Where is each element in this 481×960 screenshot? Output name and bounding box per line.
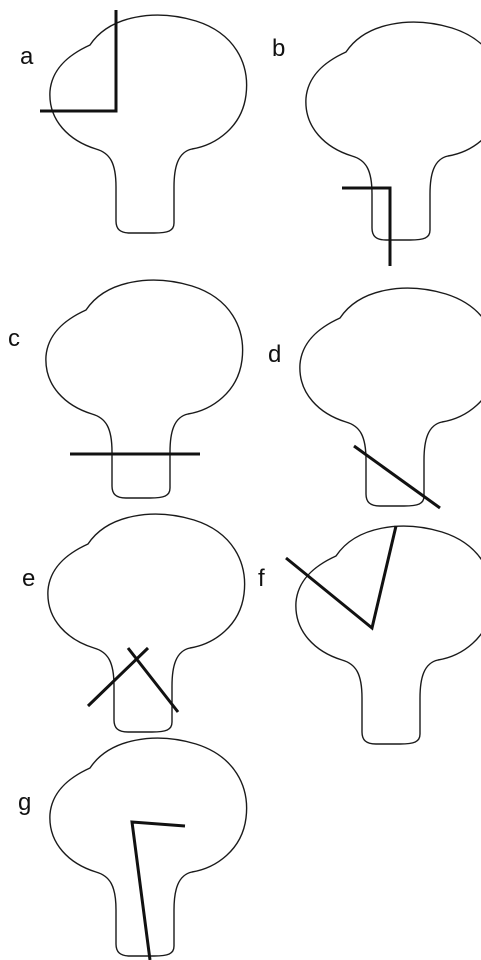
panel-e: e [22,513,246,733]
panel-a: a [20,10,248,234]
panel-label-d: d [268,341,281,368]
panel-c: c [8,279,244,499]
panel-label-c: c [8,325,20,352]
cut-line-a [40,10,118,113]
cut-line-g [130,820,186,960]
pessary-outline-g [49,737,248,957]
pessary-outline-b [305,21,481,241]
pessary-outline-c [45,279,244,499]
cut-line-f [285,525,398,631]
panel-label-f: f [258,565,265,592]
pessary-outline-e [47,513,246,733]
cut-line-e1 [86,646,150,708]
cut-line-e2 [126,647,180,713]
panel-label-a: a [20,43,34,70]
pessary-outline-a [49,14,248,234]
panel-d: d [268,287,481,510]
panel-b: b [272,21,481,266]
panel-g: g [18,737,248,960]
panel-label-e: e [22,565,35,592]
panel-label-b: b [272,35,285,62]
cut-line-b [342,186,392,266]
panel-label-g: g [18,789,31,816]
panel-f: f [258,525,481,745]
cut-line-d [353,444,441,510]
